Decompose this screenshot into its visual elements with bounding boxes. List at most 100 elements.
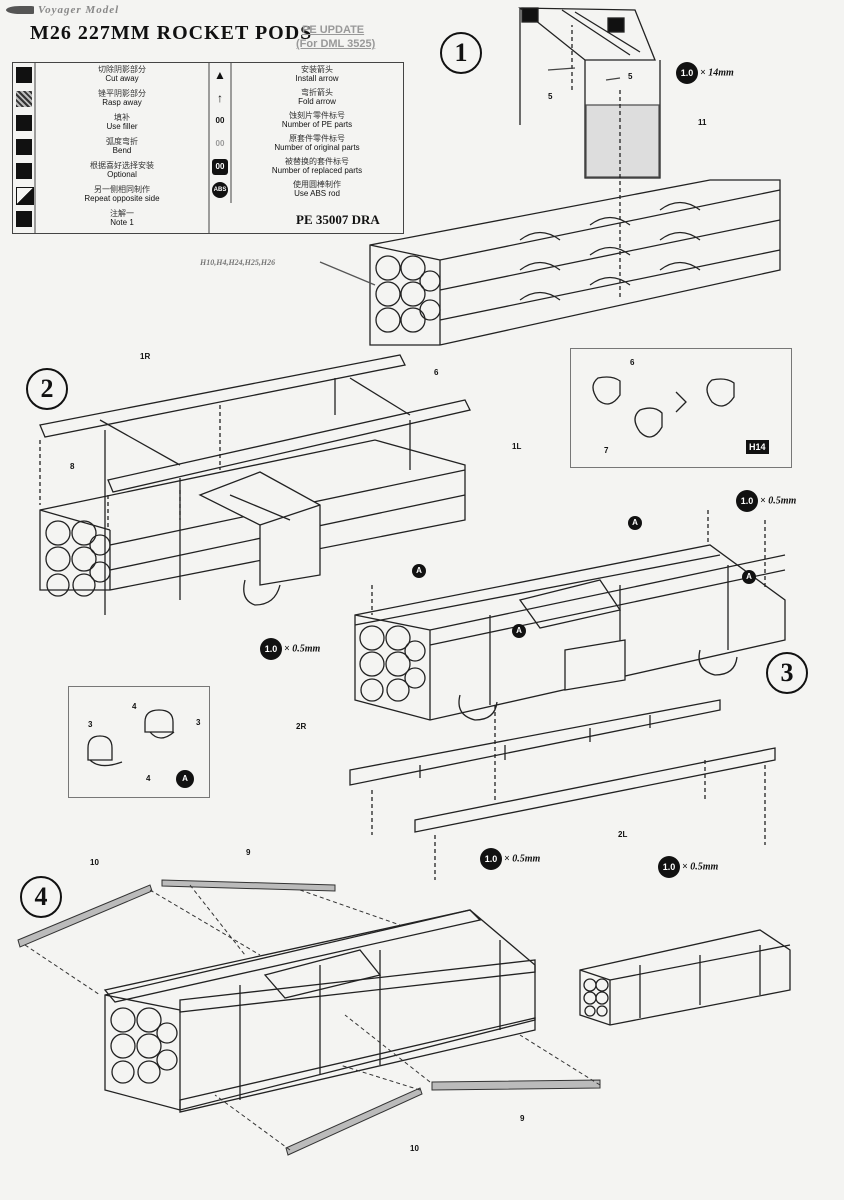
cut-icon xyxy=(16,67,32,83)
legend-en: Fold arrow xyxy=(298,97,336,106)
inset-part-6: 6 xyxy=(630,358,635,367)
step-number-1: 1 xyxy=(440,32,482,74)
page-title: M26 227MM ROCKET PODS xyxy=(30,22,313,44)
step3-part-2l: 2L xyxy=(618,830,628,839)
brand-name: Voyager Model xyxy=(38,4,120,16)
legend-cn: 切除阴影部分 xyxy=(98,65,146,74)
step1-rod-dimension: 1.0× 14mm xyxy=(676,62,734,84)
clamp-badge-a: A xyxy=(176,770,194,788)
abs-rod-icon: ABS xyxy=(212,182,228,198)
rasp-icon xyxy=(16,91,32,107)
legend-cn: 原套件零件标号 xyxy=(289,134,345,143)
step4-part-10-bottom: 10 xyxy=(410,1144,419,1153)
inset-part-7: 7 xyxy=(604,446,609,455)
clamp-part-3b: 3 xyxy=(196,718,201,727)
step3-badge-a-3: A xyxy=(628,516,642,530)
step4-part-9-bottom: 9 xyxy=(520,1114,525,1123)
clamp-part-4b: 4 xyxy=(146,774,151,783)
step3-rail-2l xyxy=(414,747,776,833)
fold-arrow-icon: ↑ xyxy=(217,91,223,105)
bend-icon xyxy=(16,139,32,155)
replaced-number-icon: 00 xyxy=(212,159,228,175)
legend-cn: 根据喜好选择安装 xyxy=(90,161,154,170)
step2-part-6: 6 xyxy=(434,368,439,377)
step3-part-2r: 2R xyxy=(296,722,307,731)
step1-bracket xyxy=(518,7,661,179)
legend-en: Use ABS rod xyxy=(294,189,340,198)
legend-en: Optional xyxy=(107,170,137,179)
legend-en: Number of PE parts xyxy=(281,120,353,129)
legend-cn: 被替换的套件标号 xyxy=(285,157,349,166)
step2-frame xyxy=(39,354,471,615)
original-number-icon: 00 xyxy=(215,139,225,148)
step-number-3: 3 xyxy=(766,652,808,694)
legend-cn: 使用圆棒制作 xyxy=(293,180,341,189)
step3-badge-a-1: A xyxy=(412,564,426,578)
step1-part-11: 11 xyxy=(698,118,707,127)
filler-icon xyxy=(16,115,32,131)
rod-length: × 14mm xyxy=(700,67,734,79)
legend-cn: 注解一 xyxy=(110,209,134,218)
bulb-icon xyxy=(16,163,32,179)
step2-part-8: 8 xyxy=(70,462,75,471)
legend-en: Number of replaced parts xyxy=(271,166,363,175)
legend-cn: 蚀刻片零件标号 xyxy=(289,111,345,120)
step-number-4: 4 xyxy=(20,876,62,918)
step3-rod-dimension-3: 1.0× 0.5mm xyxy=(480,848,540,870)
step2-part-1r: 1R xyxy=(140,352,151,361)
step4-part-9-top: 9 xyxy=(246,848,251,857)
legend-cn: 安装箭头 xyxy=(301,65,333,74)
legend-en: Bend xyxy=(112,146,132,155)
clamp-part-4a: 4 xyxy=(132,702,137,711)
step3-rod-dimension-1: 1.0× 0.5mm xyxy=(736,490,796,512)
repeat-icon xyxy=(16,187,34,205)
step3-rod-dimension-2: 1.0× 0.5mm xyxy=(260,638,320,660)
step1-part-5a: 5 xyxy=(628,72,633,81)
legend-cn: 弧度弯折 xyxy=(106,137,138,146)
fish-logo-icon xyxy=(6,6,34,15)
legend-en: Use filler xyxy=(106,122,138,131)
clamp-part-3a: 3 xyxy=(88,720,93,729)
product-code: PE 35007 DRA xyxy=(296,212,380,227)
strip-9-top xyxy=(161,879,336,892)
step3-frame xyxy=(354,544,786,721)
note-icon xyxy=(16,211,32,227)
legend-en: Install arrow xyxy=(295,74,339,83)
step4-preview xyxy=(579,929,791,1026)
legend-en: Repeat opposite side xyxy=(84,194,160,203)
tag-h14: H14 xyxy=(746,440,769,454)
step2-part-1l: 1L xyxy=(512,442,522,451)
step3-badge-a-4: A xyxy=(742,570,756,584)
brand-logo: Voyager Model xyxy=(6,4,119,16)
legend-cn: 弯折箭头 xyxy=(301,88,333,97)
step1-replaced-parts-caption: H10,H4,H24,H25,H26 xyxy=(200,258,276,267)
legend-cn: 填补 xyxy=(114,113,130,122)
legend-cn: 另一侧相同制作 xyxy=(94,185,150,194)
legend-en: Rasp away xyxy=(102,98,142,107)
legend-en: Cut away xyxy=(105,74,139,83)
step3-badge-a-2: A xyxy=(512,624,526,638)
legend-cn: 锉平阴影部分 xyxy=(98,89,146,98)
subtitle-for-kit: (For DML 3525) xyxy=(296,38,376,50)
strip-10-bottom xyxy=(285,1087,423,1156)
legend-en: Number of original parts xyxy=(274,143,360,152)
pe-number-icon: 00 xyxy=(215,116,225,125)
subtitle-pe-update: PE UPDATE xyxy=(302,24,365,36)
step-number-2: 2 xyxy=(26,368,68,410)
legend-grid xyxy=(34,63,232,233)
